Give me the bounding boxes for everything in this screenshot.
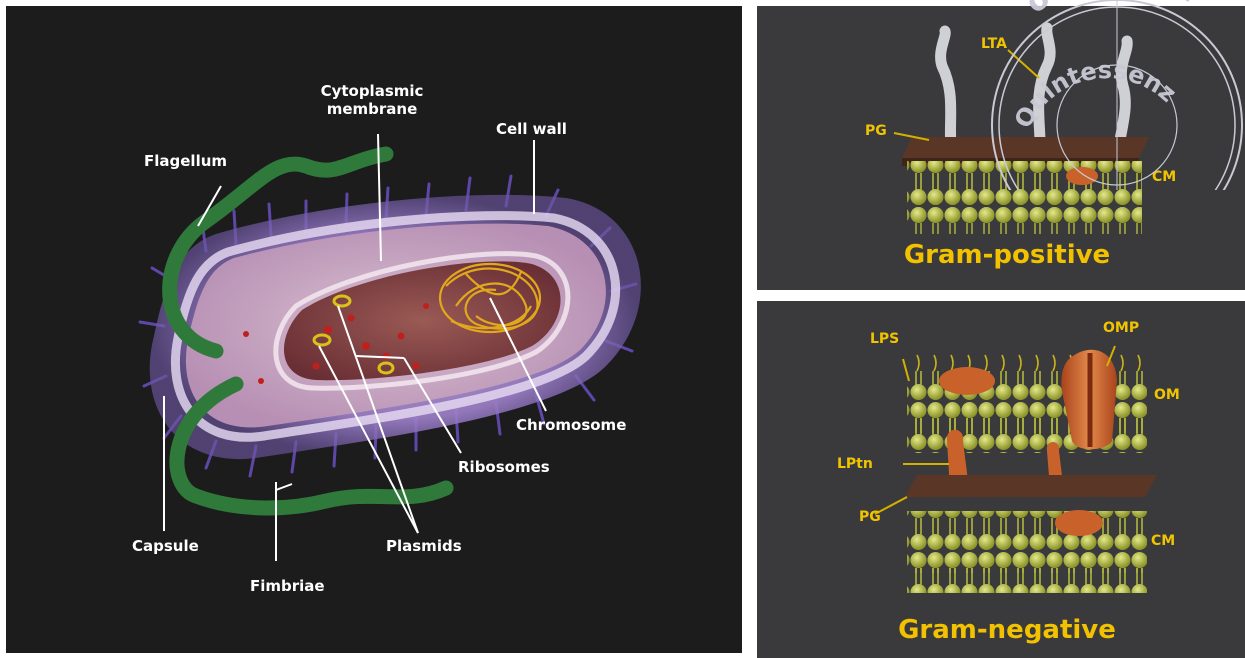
svg-text:Quintessenz: Quintessenz: [1009, 56, 1182, 133]
lptn-label: LPtn: [837, 456, 873, 472]
peptidoglycan-layer: [905, 475, 1157, 497]
chromosome-label: Chromosome: [516, 416, 626, 434]
cell-wall-label: Cell wall: [496, 120, 567, 138]
flagellum-label: Flagellum: [144, 152, 227, 170]
om-label: OM: [1154, 387, 1180, 403]
cytoplasmic-membrane-label: Cytoplasmic membrane: [302, 82, 442, 118]
svg-text:of publica: of publica: [1019, 0, 1204, 21]
inner-membrane-protein: [1055, 510, 1103, 536]
gram-negative-panel: LPS OMP OM LPtn PG CM Gram-negative: [757, 301, 1245, 658]
watermark-line1: of publica: [1019, 0, 1204, 21]
lps-label: LPS: [870, 331, 899, 347]
fimbriae-label: Fimbriae: [250, 577, 325, 595]
outer-membrane-protein-small: [939, 367, 995, 395]
bacterial-cell-panel: Cytoplasmic membrane Cell wall Flagellum…: [6, 6, 742, 653]
publisher-stamp-watermark: of publica Quintessenz: [985, 0, 1245, 190]
gram-negative-envelope-illustration: [757, 301, 1245, 658]
gram-positive-title: Gram-positive: [857, 240, 1157, 270]
ribosomes-label: Ribosomes: [458, 458, 550, 476]
pg-label: PG: [865, 123, 887, 139]
watermark-line2: Quintessenz: [1009, 56, 1182, 133]
plasmids-label: Plasmids: [386, 537, 462, 555]
pg-label: PG: [859, 509, 881, 525]
cm-label: CM: [1151, 533, 1175, 549]
omp-label: OMP: [1103, 320, 1139, 336]
capsule-label: Capsule: [132, 537, 199, 555]
gram-negative-title: Gram-negative: [857, 615, 1157, 645]
